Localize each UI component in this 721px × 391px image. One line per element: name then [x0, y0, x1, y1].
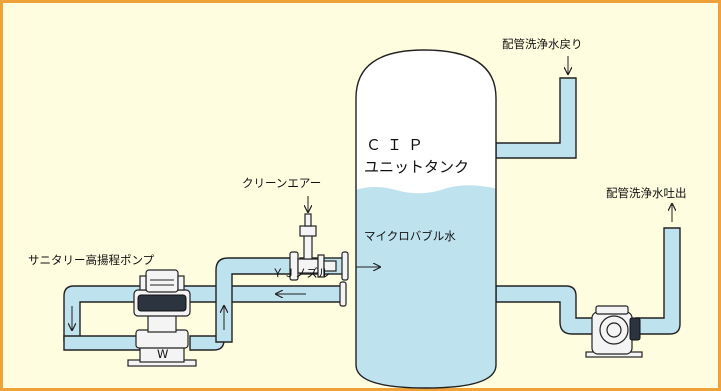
return-pipe-label: 配管洗浄水戻り	[502, 37, 583, 51]
yj-nozzle	[289, 196, 337, 281]
flow-arrows	[72, 56, 672, 330]
nozzle-label: ＹＪノズル	[272, 266, 330, 280]
cip-unit-tank	[355, 49, 497, 389]
tank-label-line2: ユニットタンク	[364, 158, 469, 176]
discharge-pump	[585, 305, 643, 358]
svg-text:W: W	[157, 347, 168, 361]
clean-air-label: クリーンエアー	[242, 176, 321, 190]
discharge-pipe-label: 配管洗浄水吐出	[606, 186, 687, 200]
pump-label: サニタリー高揚程ポンプ	[28, 253, 155, 267]
microbubble-label: マイクロバブル水	[364, 229, 456, 243]
sanitary-pump: W	[127, 269, 197, 367]
return-pipe	[495, 77, 577, 159]
tank-label-line1: ＣＩＰ	[366, 136, 429, 154]
tank-flanges	[339, 251, 349, 307]
discharge-pipe	[495, 227, 681, 335]
left-loop-pipe	[63, 285, 343, 351]
